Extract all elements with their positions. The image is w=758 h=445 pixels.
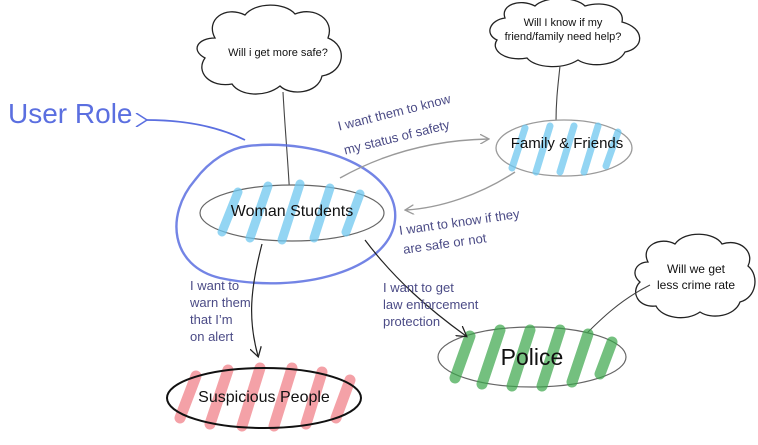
edge-label-to-suspicious-2: warn them bbox=[190, 295, 251, 310]
thought-cloud-woman-students bbox=[196, 4, 342, 95]
node-family-friends bbox=[495, 119, 633, 177]
edge-label-to-suspicious-3: that I’m bbox=[190, 312, 233, 327]
police-label: Police bbox=[500, 344, 564, 370]
user-role-outline bbox=[175, 143, 397, 285]
edge-label-to-suspicious-4: on alert bbox=[190, 329, 234, 344]
thought-text-police-2: less crime rate bbox=[656, 278, 736, 292]
edge-to-police bbox=[364, 239, 466, 336]
user-role-arrow bbox=[146, 120, 246, 141]
woman-students-label: Woman Students bbox=[230, 203, 354, 220]
thought-connector-family bbox=[555, 65, 561, 123]
edge-label-to-police-1: I want to get bbox=[383, 280, 454, 295]
edge-from-family bbox=[406, 171, 516, 210]
thought-text-police-1: Will we get bbox=[666, 262, 725, 276]
node-woman-students bbox=[199, 179, 385, 245]
edge-label-to-suspicious-1: I want to bbox=[190, 278, 240, 293]
user-role-label: User Role bbox=[8, 98, 133, 129]
thought-text-woman: Will i get more safe? bbox=[228, 47, 328, 59]
suspicious-people-label: Suspicious People bbox=[198, 389, 330, 406]
edge-label-to-police-3: protection bbox=[383, 314, 441, 329]
family-friends-label: Family & Friends bbox=[510, 135, 624, 152]
thought-cloud-family-friends bbox=[489, 0, 641, 68]
edge-to-family bbox=[339, 139, 488, 179]
edge-to-suspicious bbox=[252, 243, 263, 356]
thought-text-family-2: friend/family need help? bbox=[504, 31, 622, 43]
edge-label-to-police-2: law enforcement bbox=[383, 297, 479, 312]
node-suspicious-people bbox=[166, 362, 362, 432]
node-police bbox=[437, 324, 627, 392]
thought-text-family-1: Will I know if my bbox=[523, 17, 603, 29]
thought-cloud-police bbox=[634, 233, 756, 319]
